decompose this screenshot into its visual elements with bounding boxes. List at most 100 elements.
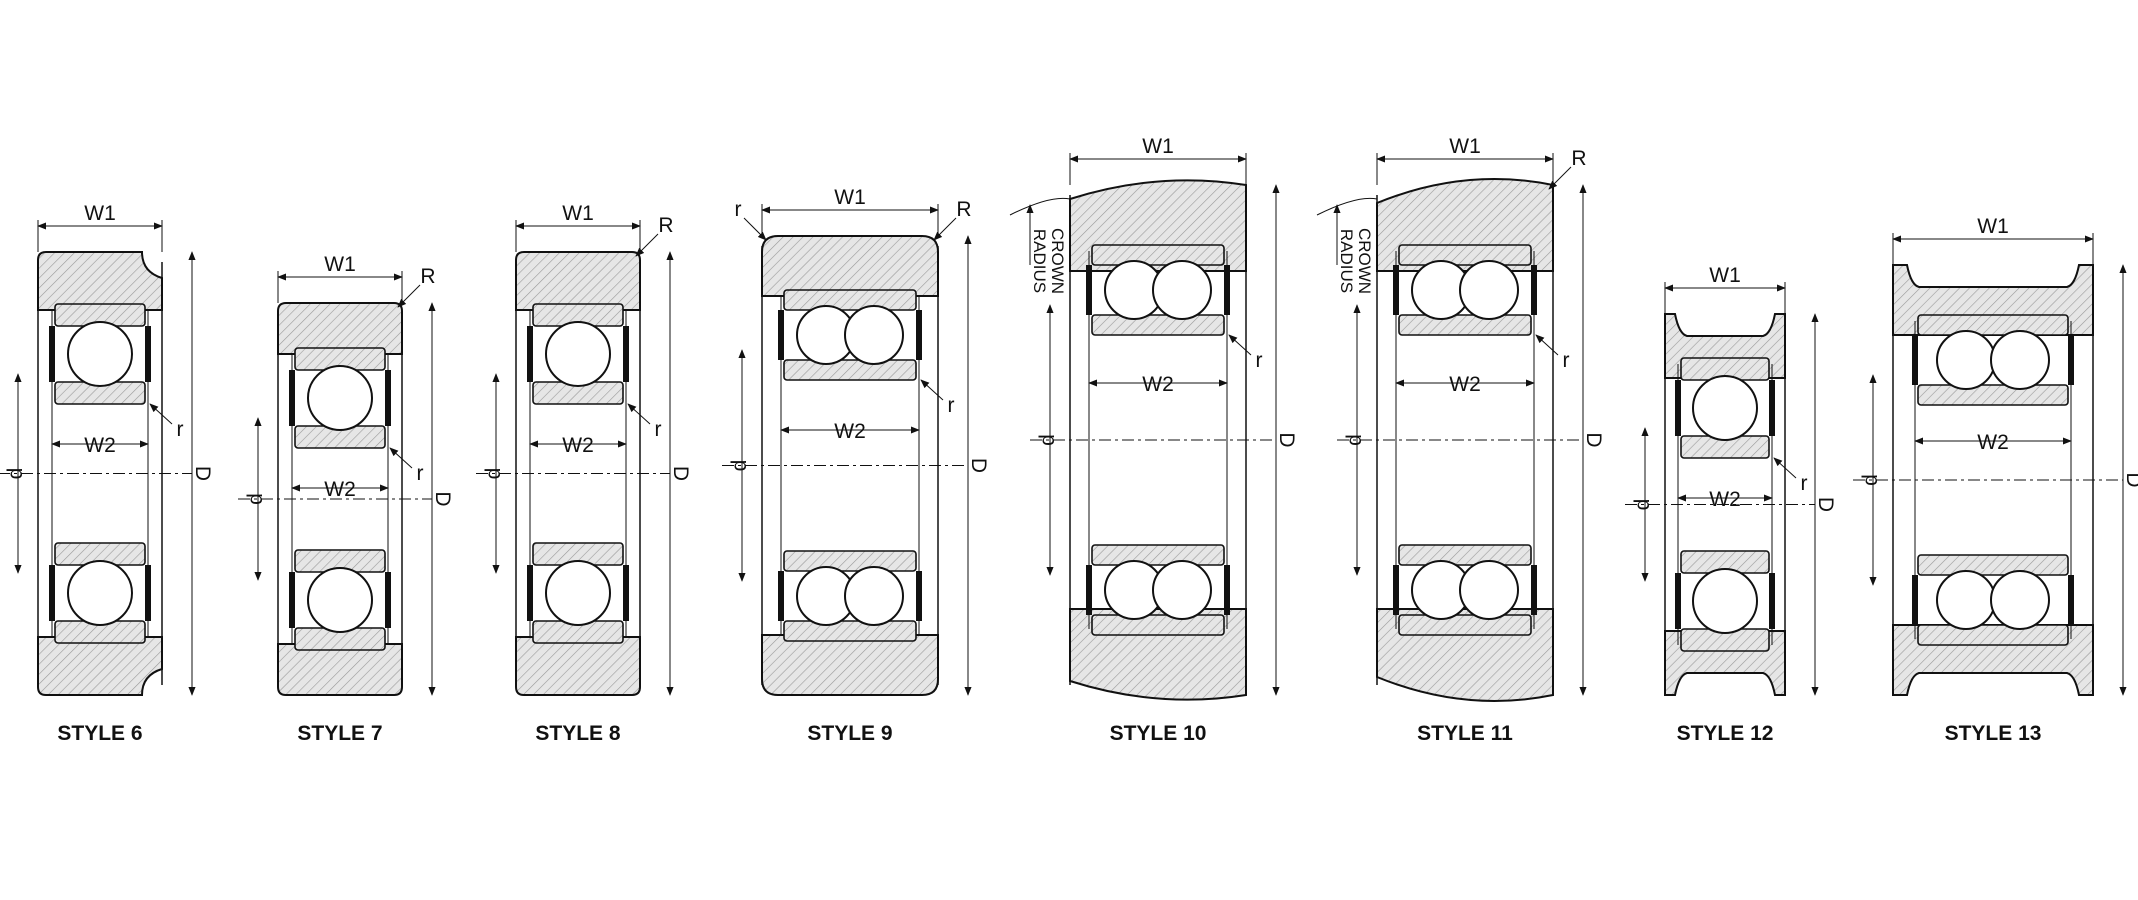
ball [844, 305, 904, 365]
style-label: STYLE 12 [1677, 722, 1774, 745]
large-r-leader [1548, 166, 1572, 190]
r-label: r [948, 394, 955, 417]
upper-bearing [1086, 244, 1230, 336]
large-r-label: R [1571, 147, 1586, 170]
crown-radius-arc [1316, 197, 1378, 216]
w2-label: W2 [84, 434, 116, 457]
r-leader [389, 447, 413, 469]
left-r-leader [743, 217, 767, 241]
r-label: r [1801, 472, 1808, 495]
ball [1936, 570, 1996, 630]
ball [1152, 560, 1212, 620]
r-label: r [417, 462, 424, 485]
large-r-leader [397, 284, 421, 308]
outer-diameter-label: D [967, 458, 990, 473]
w1-label: W1 [562, 202, 594, 225]
radius-label: RADIUS [1030, 229, 1049, 293]
ball [1990, 570, 2050, 630]
left-r-label: r [735, 198, 742, 221]
outer-diameter-label: D [669, 466, 692, 481]
ball [307, 365, 373, 431]
w2-label: W2 [834, 420, 866, 443]
outer-diameter-label: D [431, 491, 454, 506]
w2-label: W2 [324, 478, 356, 501]
r-label: r [177, 418, 184, 441]
ball [67, 321, 133, 387]
ball [1152, 260, 1212, 320]
r-leader [627, 403, 651, 425]
outer-diameter-label: D [1275, 432, 1298, 447]
w1-label: W1 [324, 253, 356, 276]
w1-label: W1 [84, 202, 116, 225]
style-label: STYLE 8 [535, 722, 621, 745]
lower-bearing [289, 549, 391, 651]
lower-bearing [49, 542, 151, 644]
lower-bearing [778, 550, 922, 642]
r-label: r [655, 418, 662, 441]
r-leader [920, 379, 944, 401]
large-r-leader [933, 217, 957, 241]
large-r-label: R [956, 198, 971, 221]
ball [1459, 560, 1519, 620]
bore-diameter-label: d [728, 460, 751, 472]
lower-bearing [1393, 544, 1537, 636]
w2-label: W2 [1977, 431, 2009, 454]
ball [545, 560, 611, 626]
style-13-drawing: W1W2DdSTYLE 13 [1853, 215, 2138, 745]
lower-bearing [527, 542, 629, 644]
lower-bearing [1086, 544, 1230, 636]
crown-radius-arc [1009, 197, 1071, 216]
ball [844, 566, 904, 626]
crown-label: CROWN [1355, 228, 1374, 294]
outer-diameter-label: D [1814, 497, 1837, 512]
bore-diameter-label: d [4, 468, 27, 480]
upper-bearing [289, 347, 391, 449]
upper-bearing [527, 303, 629, 405]
style-label: STYLE 10 [1110, 722, 1207, 745]
upper-bearing [778, 289, 922, 381]
r-label: r [1256, 349, 1263, 372]
style-label: STYLE 13 [1945, 722, 2042, 745]
large-r-label: R [420, 265, 435, 288]
w2-label: W2 [1449, 373, 1481, 396]
r-leader [1773, 457, 1797, 479]
r-label: r [1563, 349, 1570, 372]
radius-label: RADIUS [1337, 229, 1356, 293]
bore-diameter-label: d [482, 468, 505, 480]
ball [307, 567, 373, 633]
outer-diameter-label: D [191, 466, 214, 481]
w2-label: W2 [562, 434, 594, 457]
w1-label: W1 [834, 186, 866, 209]
lower-bearing [1912, 554, 2074, 646]
style-label: STYLE 11 [1417, 722, 1513, 745]
ball [1692, 568, 1758, 634]
bore-diameter-label: d [1631, 499, 1654, 511]
outer-diameter-label: D [2122, 472, 2138, 487]
w2-label: W2 [1142, 373, 1174, 396]
ball [1692, 375, 1758, 441]
style-label: STYLE 6 [57, 722, 142, 745]
bore-diameter-label: d [1036, 434, 1059, 446]
w1-label: W1 [1977, 215, 2009, 238]
bore-diameter-label: d [1343, 434, 1366, 446]
r-leader [149, 403, 173, 425]
r-leader [1228, 334, 1252, 356]
style-label: STYLE 9 [807, 722, 892, 745]
upper-bearing [1912, 314, 2074, 406]
bore-diameter-label: d [244, 493, 267, 505]
w1-label: W1 [1449, 135, 1481, 158]
outer-diameter-label: D [1582, 432, 1605, 447]
style-label: STYLE 7 [297, 722, 382, 745]
w1-label: W1 [1142, 135, 1174, 158]
ball [67, 560, 133, 626]
r-leader [1535, 334, 1559, 356]
large-r-label: R [658, 214, 673, 237]
upper-bearing [1675, 357, 1775, 459]
